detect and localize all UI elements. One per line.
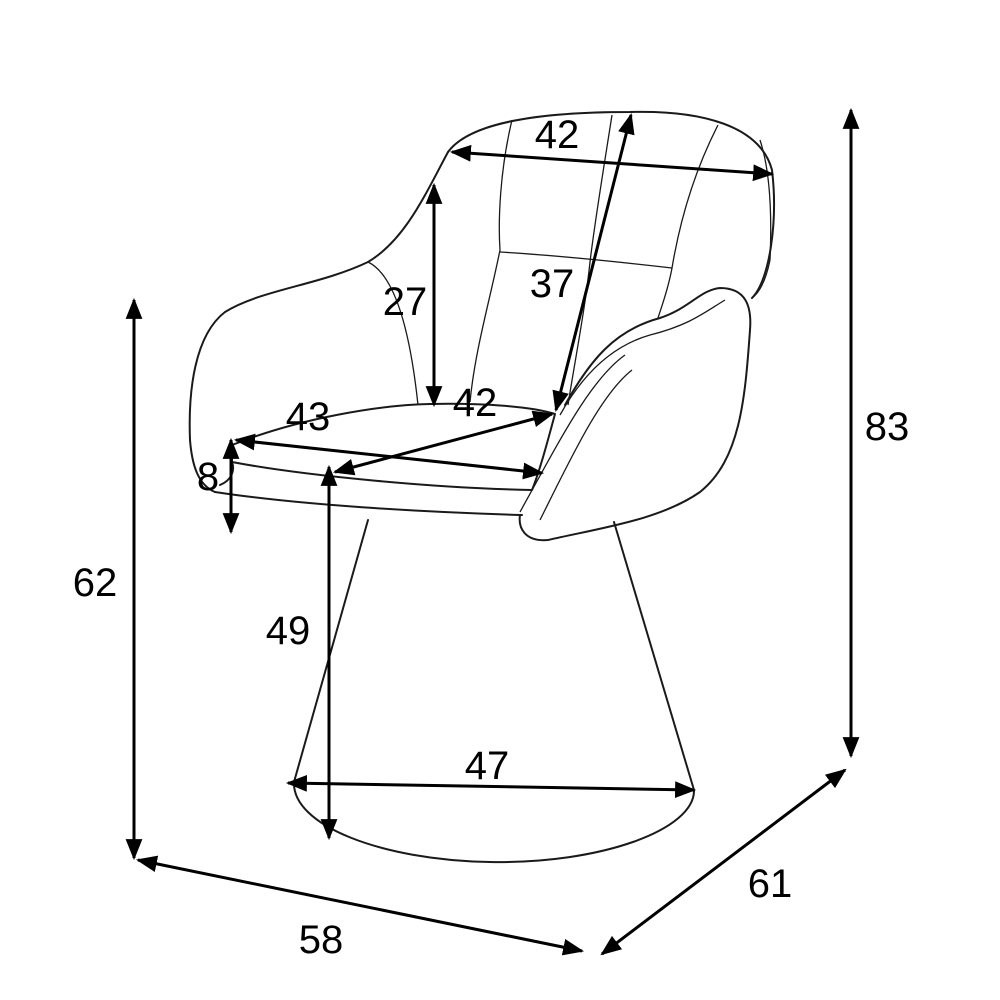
total-depth-label: 61 xyxy=(748,862,793,906)
seat-cushion xyxy=(231,402,556,491)
pedestal-base xyxy=(292,519,696,864)
total-width-label: 58 xyxy=(299,918,344,962)
seat-depth-label: 42 xyxy=(453,381,498,425)
back-seam-4 xyxy=(499,251,673,269)
right-arm-seam xyxy=(559,299,726,416)
right-armrest xyxy=(518,287,752,542)
backrest-width-label: 42 xyxy=(535,113,580,157)
backrest-shell xyxy=(447,110,775,299)
back-seam-3 xyxy=(657,124,719,319)
back-diagonal-arrow xyxy=(552,112,635,413)
back-diagonal-label: 37 xyxy=(530,262,575,306)
seat-thickness-label: 8 xyxy=(197,455,219,499)
total-depth-arrow xyxy=(600,768,847,956)
left-armrest xyxy=(188,151,449,493)
seat-width-arrow xyxy=(233,433,545,480)
base-diameter-label: 47 xyxy=(465,744,510,788)
back-seam-2 xyxy=(567,114,613,406)
seat-height-label: 49 xyxy=(266,609,311,653)
dimension-lines xyxy=(125,107,860,956)
back-seam-5 xyxy=(751,139,772,299)
dimension-labels: 42 27 37 42 43 8 49 47 58 61 83 62 xyxy=(73,113,910,962)
backrest-width-arrow xyxy=(449,144,775,182)
right-arm-front xyxy=(539,369,633,521)
total-height-label: 83 xyxy=(865,405,910,449)
back-seam-1 xyxy=(469,119,513,403)
backrest-height-label: 27 xyxy=(383,280,428,324)
seat-width-label: 43 xyxy=(286,395,331,439)
left-arm-seam xyxy=(367,261,419,406)
armrest-height-label: 62 xyxy=(73,561,118,605)
total-width-arrow xyxy=(135,855,585,956)
